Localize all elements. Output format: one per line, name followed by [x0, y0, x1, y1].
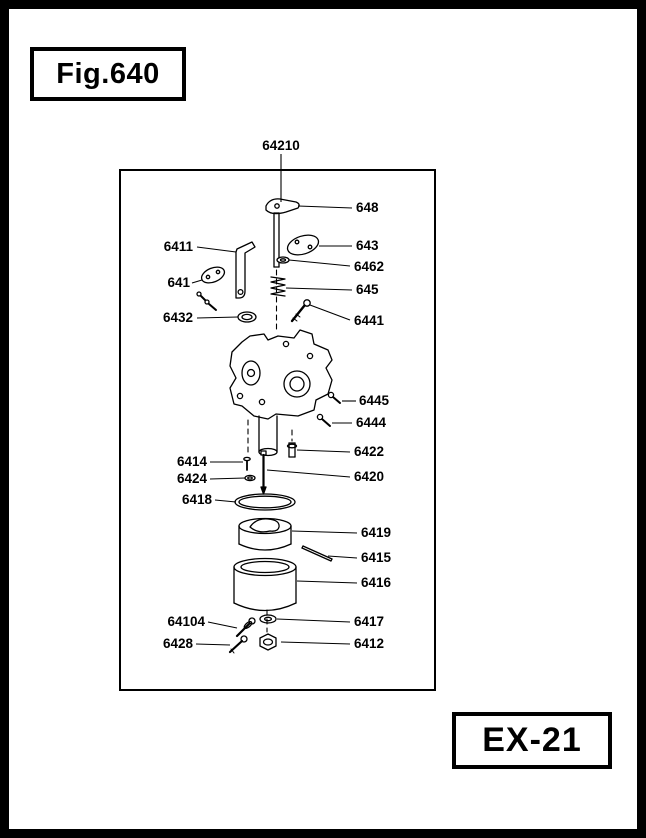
- part-6418-gasket: [234, 493, 296, 511]
- part-6417-washer: [259, 614, 277, 624]
- callout-645: 645: [356, 282, 379, 297]
- callout-6411: 6411: [164, 239, 194, 254]
- callout-6420: 6420: [354, 469, 384, 484]
- callout-6415: 6415: [361, 550, 392, 565]
- page-code: EX-21: [482, 721, 582, 759]
- callout-6424: 6424: [177, 471, 208, 486]
- part-6422-pin: [286, 442, 298, 458]
- callout-6414: 6414: [177, 454, 208, 469]
- callout-64104: 64104: [167, 614, 205, 629]
- page-code-box: EX-21: [452, 712, 612, 769]
- part-6445-screw: [327, 391, 341, 404]
- part-6420-needle: [260, 450, 267, 495]
- part-6416-bowl: [233, 557, 297, 612]
- part-carburetor-body: [229, 329, 333, 457]
- figure-number: Fig.640: [56, 57, 160, 90]
- callout-6416: 6416: [361, 575, 392, 590]
- leader-lines: [191, 154, 358, 646]
- callout-6412: 6412: [354, 636, 384, 651]
- callout-6444: 6444: [356, 415, 387, 430]
- callout-648: 648: [356, 200, 379, 215]
- callout-6418: 6418: [182, 492, 213, 507]
- callout-641: 641: [167, 275, 190, 290]
- callout-6417: 6417: [354, 614, 384, 629]
- callout-6432: 6432: [163, 310, 193, 325]
- part-641-plate: [196, 266, 226, 311]
- diagram-border: [119, 169, 436, 691]
- part-6411-bracket: [235, 241, 256, 299]
- part-645-spring: [270, 276, 286, 297]
- part-6414-screw: [243, 456, 251, 471]
- callout-6441: 6441: [354, 313, 385, 328]
- part-648-choke-lever: [265, 198, 300, 215]
- figure-number-box: Fig.640: [30, 47, 186, 101]
- part-6432-oring: [237, 311, 257, 323]
- callout-6419: 6419: [361, 525, 391, 540]
- carburetor-art: [196, 198, 341, 654]
- part-6412-bolt: [259, 633, 277, 651]
- part-6419-float: [238, 517, 292, 551]
- callout-6428: 6428: [163, 636, 194, 651]
- callout-labels: 64210 648 643 6462 645 6441 6445 6444 64…: [163, 138, 392, 651]
- part-6428-screw: [228, 635, 248, 654]
- part-6441-screw: [290, 299, 311, 323]
- part-6444-screw: [316, 413, 331, 427]
- part-6424-oring: [244, 474, 256, 482]
- part-64104-screw: [235, 617, 256, 638]
- callout-643: 643: [356, 238, 379, 253]
- callout-6462: 6462: [354, 259, 384, 274]
- part-6415-pin: [301, 545, 333, 562]
- callout-6445: 6445: [359, 393, 390, 408]
- callout-6422: 6422: [354, 444, 384, 459]
- callout-64210: 64210: [262, 138, 300, 153]
- part-6462-washer: [276, 256, 290, 264]
- part-643-choke-plate: [286, 234, 320, 256]
